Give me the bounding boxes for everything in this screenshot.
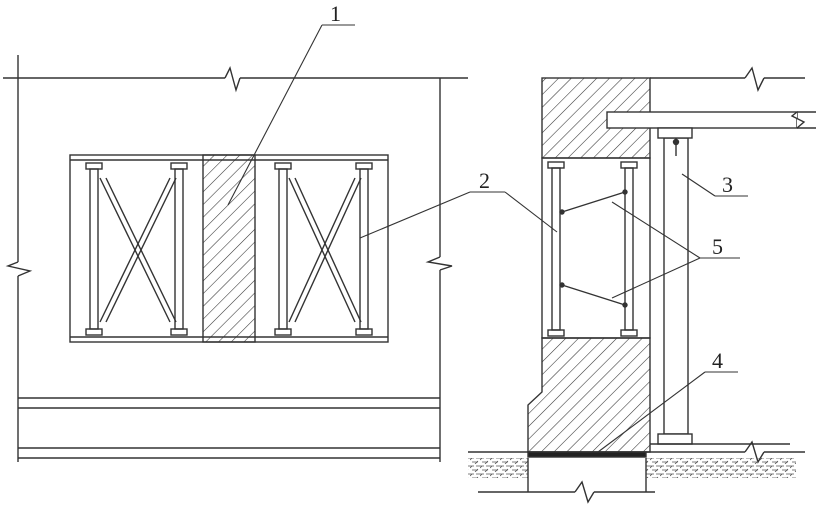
right-break-line <box>425 78 453 462</box>
hatched-pier <box>202 154 256 343</box>
callout-2: 2 <box>479 168 490 193</box>
bracing-bay-right <box>274 162 373 336</box>
left-break-line <box>5 55 33 462</box>
footing-pad <box>527 451 647 458</box>
beam <box>606 111 816 129</box>
upper-right-break <box>650 66 805 92</box>
callout-1: 1 <box>330 1 341 26</box>
callout-3: 3 <box>722 172 733 197</box>
ground <box>468 440 805 504</box>
callout-5: 5 <box>712 234 723 259</box>
shore-post <box>657 127 693 445</box>
bracing-bay-left <box>85 162 188 336</box>
left-elevation <box>3 55 468 462</box>
section-posts <box>547 161 638 337</box>
top-break-line <box>3 66 468 93</box>
lower-wall-block <box>527 337 651 453</box>
right-section <box>468 66 816 504</box>
base-lines <box>18 397 440 459</box>
callout-4: 4 <box>712 348 723 373</box>
leader-lines <box>227 24 748 453</box>
